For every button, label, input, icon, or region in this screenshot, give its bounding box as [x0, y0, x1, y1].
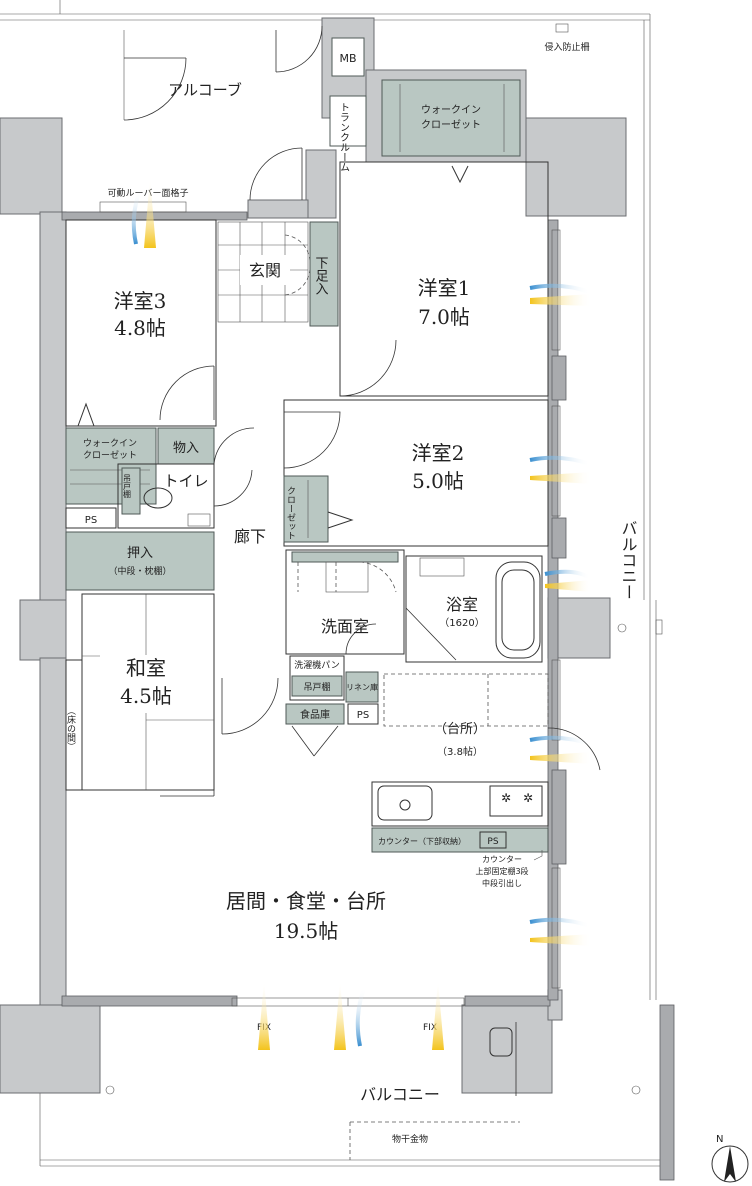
ps-label: PS	[85, 515, 97, 526]
north-compass: N	[711, 1134, 749, 1183]
shoe-storage-label: 下足入	[313, 256, 329, 295]
western3-size: 4.8帖	[114, 316, 166, 340]
trunk-room: トランクルーム	[329, 95, 367, 172]
western-room-3: 洋室3 4.8帖	[65, 219, 217, 427]
western2-name: 洋室2	[412, 441, 465, 465]
kitchen: （台所） （3.8帖） ✲ ✲ カウンター（下部収納） PS カウンター 上部固…	[371, 673, 549, 888]
hanging-shelf2-label: 吊戸棚	[303, 681, 330, 693]
storage-label: 物入	[173, 441, 199, 456]
walkin-closet-left-label-1: ウォークイン	[83, 438, 137, 449]
tokonoma-label: （床の間）	[65, 706, 76, 751]
counter-note-1: カウンター	[482, 855, 522, 864]
ldk-name: 居間・食堂・台所	[226, 889, 386, 913]
right-windows	[547, 229, 601, 989]
alcove: アルコーブ 可動ルーバー面格子	[99, 25, 323, 213]
bath: 浴室 （1620）	[405, 555, 543, 663]
entrance: 玄関 下足入	[217, 221, 339, 327]
oshiire-label: 押入	[127, 546, 153, 561]
trunk-room-label: トランクルーム	[338, 102, 350, 172]
western3-name: 洋室3	[114, 289, 167, 313]
outer-boundary	[0, 0, 675, 1181]
western1-name: 洋室1	[418, 276, 471, 300]
mb-label: MB	[339, 52, 356, 65]
hanging-shelf-label: 吊戸棚	[123, 474, 132, 499]
washitsu: （床の間） 和室 4.5帖	[65, 593, 215, 791]
airflow-arrows	[131, 178, 592, 1050]
walkin-closet-left-label-2: クローゼット	[83, 449, 137, 461]
ldk-size: 19.5帖	[274, 919, 339, 943]
ldk: 居間・食堂・台所 19.5帖 FIX FIX	[160, 740, 465, 1033]
counter-label: カウンター（下部収納）	[378, 836, 466, 846]
kitchen-label: （台所）	[434, 722, 486, 737]
louver-label: 可動ルーバー面格子	[108, 187, 189, 199]
laundry-hardware-label: 物干金物	[392, 1133, 428, 1145]
intrusion-bar-label: 侵入防止柵	[544, 41, 589, 53]
closet-label: クローゼット	[285, 486, 296, 540]
washer-pan-label: 洗濯機パン	[294, 659, 339, 671]
corridor-label: 廊下	[234, 527, 266, 546]
washitsu-name: 和室	[126, 656, 166, 680]
svg-text:✲: ✲	[501, 791, 511, 805]
western-room-1: 洋室1 7.0帖	[339, 161, 549, 397]
washroom-label: 洗面室	[321, 617, 369, 636]
fix2-label: FIX	[423, 1023, 437, 1033]
western2-size: 5.0帖	[412, 469, 464, 493]
toilet-label: トイレ	[163, 472, 208, 490]
corridor-door	[221, 677, 279, 735]
alcove-label: アルコーブ	[168, 81, 242, 99]
linen-label: リネン庫	[346, 682, 378, 692]
entrance-label: 玄関	[249, 261, 281, 280]
washitsu-size: 4.5帖	[120, 684, 172, 708]
counter-note-3: 中段引出し	[482, 878, 522, 888]
svg-text:✲: ✲	[523, 791, 533, 805]
walkin-closet-top: ウォークイン クローゼット	[381, 79, 521, 184]
north-label: N	[716, 1134, 723, 1145]
western1-size: 7.0帖	[418, 305, 470, 329]
walkin-closet-top-label-2: クローゼット	[421, 119, 481, 131]
mb-closet: MB	[331, 37, 365, 77]
washroom: 洗面室	[285, 549, 405, 655]
balcony-right-label: バルコニー	[619, 520, 638, 600]
pantry-label: 食品庫	[300, 708, 330, 721]
bath-label: 浴室	[446, 595, 478, 614]
oshiire-note: （中段・枕棚）	[108, 565, 171, 577]
front-door-swing	[249, 147, 303, 201]
balcony-bottom-label: バルコニー	[360, 1085, 440, 1104]
washer-area: 洗濯機パン 吊戸棚 リネン庫 食品庫 PS	[285, 655, 379, 757]
counter-note-2: 上部固定棚3段	[475, 866, 528, 876]
ps3-label: PS	[487, 837, 498, 847]
western-room-2: 洋室2 5.0帖 クローゼット	[283, 399, 549, 547]
ps2-label: PS	[357, 710, 369, 721]
walkin-closet-top-label-1: ウォークイン	[421, 104, 481, 116]
left-utility-block: ウォークイン クローゼット 物入 吊戸棚 トイレ PS	[65, 427, 255, 529]
bath-size: （1620）	[439, 617, 484, 629]
oshiire: 押入 （中段・枕棚）	[65, 531, 215, 591]
kitchen-size: （3.8帖）	[437, 745, 483, 758]
